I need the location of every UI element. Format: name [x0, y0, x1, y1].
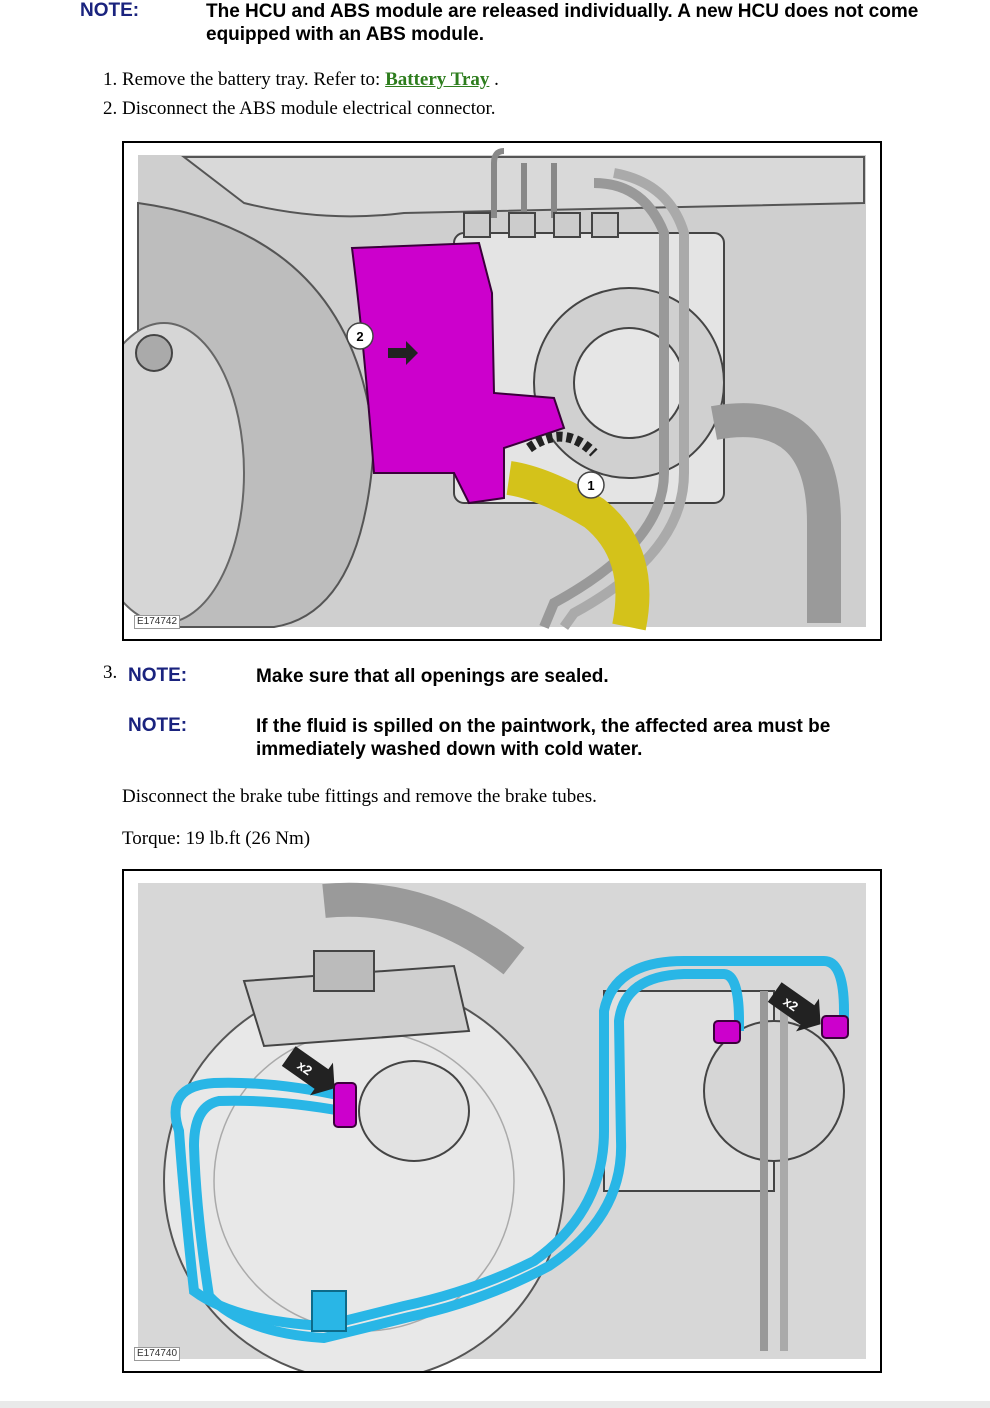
step-1: 1. Remove the battery tray. Refer to: Ba… [103, 68, 499, 92]
step-text: Disconnect the ABS module electrical con… [122, 98, 496, 119]
qty-label-left: x2 [295, 1058, 315, 1079]
callout-2: 2 [356, 329, 363, 344]
battery-tray-link[interactable]: Battery Tray [385, 69, 490, 90]
figure-abs-connector: 2 1 E174742 [122, 141, 882, 641]
step-number: 1. [103, 69, 118, 90]
note-label: NOTE: [128, 715, 188, 736]
qty-label-right: x2 [781, 994, 801, 1015]
note-text: The HCU and ABS module are released indi… [206, 1, 919, 45]
step-text: Remove the battery tray. Refer to: [122, 69, 386, 90]
callout-1: 1 [587, 478, 594, 493]
step-2: 2. Disconnect the ABS module electrical … [103, 97, 496, 121]
step-3-note-1: NOTE: Make sure that all openings are se… [128, 665, 888, 695]
step-number: 2. [103, 98, 118, 119]
step-3-note-2: NOTE: If the fluid is spilled on the pai… [128, 715, 888, 765]
note-label: NOTE: [80, 0, 140, 21]
step-3-number: 3. [103, 662, 118, 683]
top-note: NOTE: The HCU and ABS module are release… [80, 0, 960, 50]
step-3-instruction: Disconnect the brake tube fittings and r… [122, 786, 597, 807]
abs-connector-illustration: 2 1 [124, 143, 880, 639]
step-suffix: . [489, 69, 499, 90]
figure-id: E174742 [134, 615, 181, 629]
figure-id: E174740 [134, 1347, 181, 1361]
note-text: If the fluid is spilled on the paintwork… [256, 716, 831, 760]
figure-brake-tubes: x2 x2 E174740 [122, 869, 882, 1373]
torque-spec: Torque: 19 lb.ft (26 Nm) [122, 828, 311, 849]
page-bottom-edge [0, 1401, 990, 1408]
brake-tubes-illustration: x2 x2 [124, 871, 880, 1371]
note-text: Make sure that all openings are sealed. [256, 666, 609, 687]
note-label: NOTE: [128, 665, 188, 686]
